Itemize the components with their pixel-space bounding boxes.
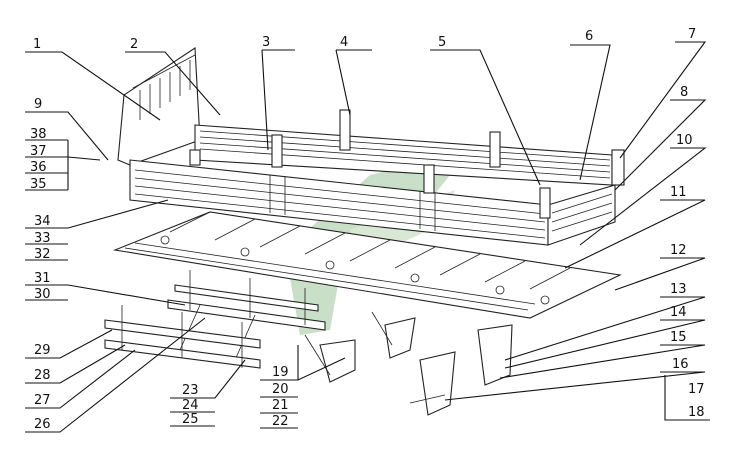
leader-lines (25, 41, 710, 433)
callout-37: 37 (30, 144, 47, 159)
callout-27: 27 (34, 393, 51, 408)
callout-38: 38 (30, 127, 47, 142)
callout-26: 26 (34, 417, 51, 432)
stake-4 (339, 109, 351, 151)
callout-10: 10 (676, 133, 693, 148)
callout-15: 15 (670, 330, 687, 345)
callout-13: 13 (670, 282, 687, 297)
stake-3 (271, 134, 283, 168)
callout-4: 4 (340, 35, 348, 50)
callout-1: 1 (33, 37, 41, 52)
stake-7 (611, 149, 625, 186)
callout-35: 35 (30, 177, 47, 192)
callout-23: 23 (182, 383, 199, 398)
bracket-13 (477, 324, 513, 386)
callout-30: 30 (34, 287, 51, 302)
bracket-9 (189, 149, 201, 166)
callout-16: 16 (672, 357, 689, 372)
callout-3: 3 (262, 35, 270, 50)
callout-19: 19 (272, 365, 289, 380)
corner-post (539, 187, 551, 219)
callout-21: 21 (272, 398, 289, 413)
mid-post (423, 164, 435, 194)
callout-28: 28 (34, 368, 51, 383)
callout-29: 29 (34, 343, 51, 358)
bracket-upper (384, 317, 416, 359)
callout-25: 25 (182, 412, 199, 427)
subframe (167, 270, 326, 361)
callout-labels: 1 2 3 4 5 6 7 8 9 10 11 12 13 14 15 16 1… (30, 27, 705, 432)
cargo-body (117, 47, 625, 246)
stake-5 (489, 131, 501, 168)
callout-8: 8 (680, 85, 688, 100)
callout-5: 5 (438, 35, 446, 50)
floor-frame (112, 211, 622, 319)
tailgate (547, 184, 616, 246)
callout-12: 12 (670, 243, 687, 258)
rear-bumper (104, 305, 261, 369)
mounting-brackets (304, 311, 513, 416)
callout-14: 14 (670, 305, 687, 320)
callout-9: 9 (34, 97, 42, 112)
callout-6: 6 (585, 29, 593, 44)
callout-7: 7 (688, 27, 696, 42)
callout-31: 31 (34, 271, 51, 286)
callout-32: 32 (34, 247, 51, 262)
callout-24: 24 (182, 398, 199, 413)
callout-33: 33 (34, 231, 51, 246)
callout-20: 20 (272, 382, 289, 397)
callout-36: 36 (30, 160, 47, 175)
callout-22: 22 (272, 414, 289, 429)
callout-34: 34 (34, 214, 51, 229)
callout-2: 2 (130, 37, 138, 52)
bracket-16 (419, 351, 456, 416)
callout-17: 17 (688, 382, 705, 397)
callout-11: 11 (670, 185, 687, 200)
headboard (117, 47, 201, 166)
callout-18: 18 (688, 405, 705, 420)
